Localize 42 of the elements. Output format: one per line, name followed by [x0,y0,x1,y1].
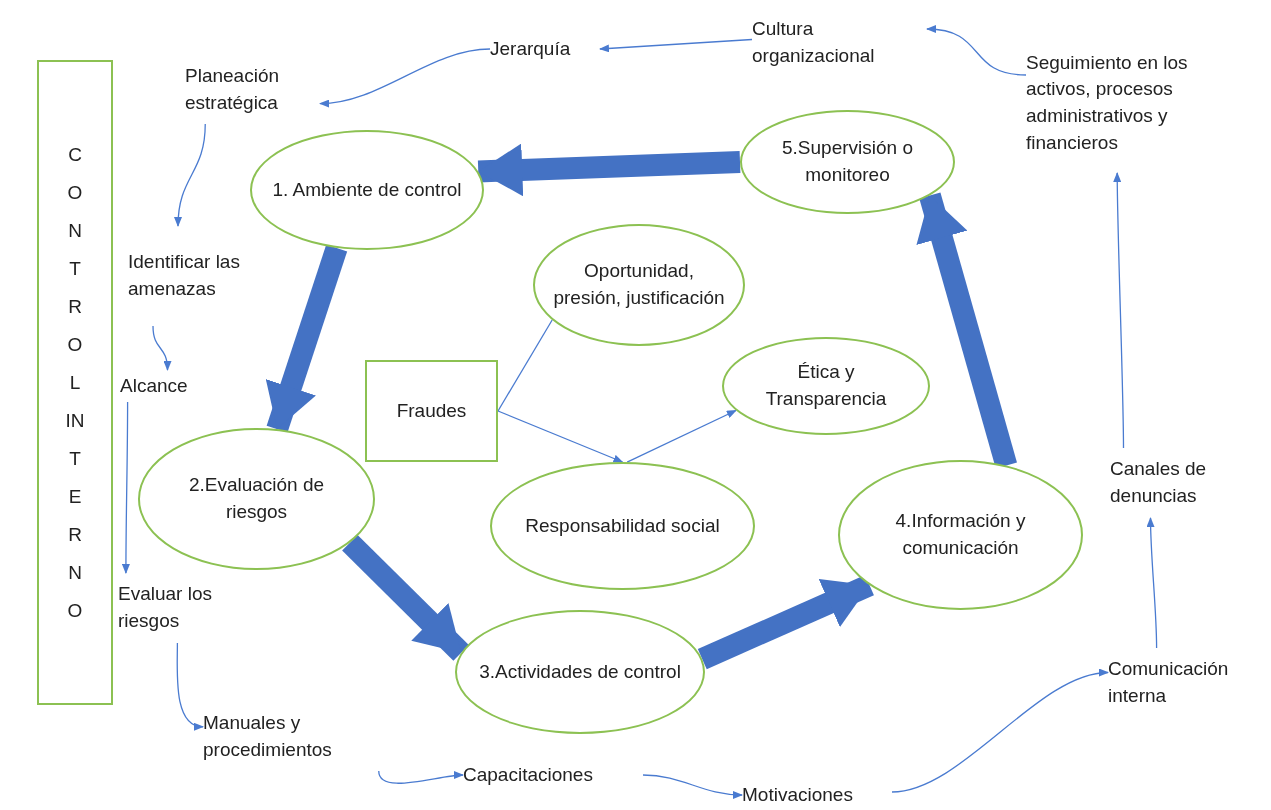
curved-arrow [891,669,1109,793]
node-text: Motivaciones [742,782,853,807]
node-text: Manuales y procedimientos [203,711,333,762]
frame-box [37,60,113,705]
node-text: Identificar las amenazas [128,250,241,301]
node-label: 1. Ambiente de control [272,177,462,202]
node-label: 5.Supervisión o monitoreo [781,136,914,187]
node-text: Capacitaciones [463,762,593,787]
curved-arrow [497,410,624,463]
curved-arrow [319,48,491,107]
frame-box [365,360,498,462]
node-text: Cultura organizacional [752,17,876,68]
node-text: Comunicación interna [1108,657,1230,708]
node-text: Alcance [120,373,188,398]
node-text: Canales de denuncias [1110,457,1208,508]
node-label: Responsabilidad social [525,513,720,538]
connector-line [497,319,553,412]
curved-arrow [626,409,737,463]
curved-arrow [1146,517,1158,649]
node-text: Evaluar los riesgos [118,582,213,633]
node-label: Oportunidad, presión, justificación [553,259,725,310]
node-text: Planeación estratégica [185,64,281,115]
block-arrow [477,143,741,197]
curved-arrow [121,401,130,574]
node-text: Seguimiento en los activos, procesos administrativos y financieros [1026,50,1189,155]
node-label: 2.Evaluación de riesgos [187,473,326,524]
node-label: Ética y Transparencia [764,360,888,411]
node-label: 4.Información y comunicación [894,509,1027,560]
curved-arrow [378,770,464,784]
curved-arrow [642,774,743,799]
curved-arrow [174,123,206,227]
curved-arrow [1113,172,1125,449]
node-label: 3.Actividades de control [479,659,681,684]
block-arrow [342,534,469,661]
curved-arrow [926,25,1027,76]
curved-arrow [152,325,172,371]
node-label: Fraudes [396,398,467,423]
curved-arrow [176,642,204,730]
node-text: Jerarquía [490,36,571,61]
node-label: CONTROL INTERNO [65,142,85,623]
curved-arrow [599,38,753,53]
block-arrow [697,575,874,670]
